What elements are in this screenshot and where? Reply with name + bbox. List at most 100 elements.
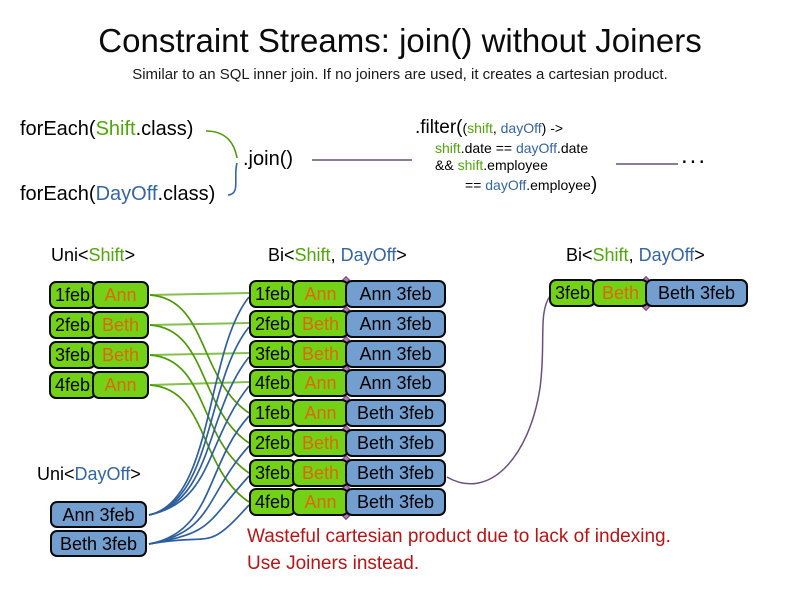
label-text: > xyxy=(130,464,141,484)
code-text: && xyxy=(435,157,458,173)
shift-date-cell: 3feb xyxy=(49,341,96,369)
code-text: forEach( xyxy=(20,118,96,140)
shift-employee-cell: Ann xyxy=(292,369,349,397)
shift-type-token: Shift xyxy=(592,245,629,265)
code-text: ) xyxy=(590,174,598,195)
filter-line-4: == dayOff.employee) xyxy=(415,174,597,196)
label-text: > xyxy=(694,245,705,265)
code-foreach-shift: forEach(Shift.class) xyxy=(20,118,193,141)
shift-employee-cell: Ann xyxy=(92,371,149,399)
page-title: Constraint Streams: join() without Joine… xyxy=(98,22,702,59)
shift-employee-cell: Beth xyxy=(92,341,149,369)
label-text: > xyxy=(124,245,136,265)
code-text: ) -> xyxy=(541,120,564,136)
shift-date-cell: 1feb xyxy=(249,280,296,308)
code-text: .date == xyxy=(460,140,516,156)
code-text: == xyxy=(465,177,486,193)
dayoff-cell: Ann 3feb xyxy=(50,501,147,528)
shift-date-cell: 3feb xyxy=(549,279,596,307)
warning-note-line-1: Wasteful cartesian product due to lack o… xyxy=(247,526,671,547)
shift-arg-token: shift xyxy=(457,157,484,173)
shift-employee-cell: Beth xyxy=(92,311,149,339)
dayoff-arg-token: dayOff xyxy=(485,177,527,193)
warning-note-line-2: Use Joiners instead. xyxy=(247,553,420,574)
filter-line-3: && shift.employee xyxy=(415,157,597,174)
code-text: , xyxy=(492,120,501,136)
shift-date-cell: 1feb xyxy=(249,399,296,427)
shift-employee-cell: Ann xyxy=(292,399,349,427)
shift-arg-token: shift xyxy=(467,120,493,136)
shift-arg-token: shift xyxy=(435,140,461,156)
shift-date-cell: 1feb xyxy=(49,281,96,309)
code-text: .filter( xyxy=(415,117,463,138)
label-text: Bi< xyxy=(566,245,593,265)
filter-line-2: shift.date == dayOff.date xyxy=(415,140,597,157)
page-subtitle: Similar to an SQL inner join. If no join… xyxy=(132,66,668,83)
label-text: , xyxy=(330,245,341,265)
filter-line-1: .filter((shift, dayOff) -> xyxy=(415,116,597,140)
dayoff-class-token: DayOff xyxy=(95,183,158,205)
dayoff-cell: Beth 3feb xyxy=(645,279,748,307)
code-foreach-dayoff: forEach(DayOff.class) xyxy=(20,183,215,206)
code-text: .date xyxy=(556,140,589,156)
shift-date-cell: 3feb xyxy=(249,340,296,368)
label-uni-dayoff: Uni<DayOff> xyxy=(37,464,141,485)
shift-employee-cell: Beth xyxy=(292,429,349,457)
dayoff-type-token: DayOff xyxy=(74,464,131,484)
dayoff-type-token: DayOff xyxy=(638,245,695,265)
shift-type-token: Shift xyxy=(294,245,331,265)
dayoff-cell: Ann 3feb xyxy=(345,280,446,308)
continuation-ellipsis: ... xyxy=(681,142,708,169)
label-text: Bi< xyxy=(268,245,295,265)
dayoff-arg-token: dayOff xyxy=(515,140,557,156)
shift-employee-cell: Beth xyxy=(592,279,649,307)
dayoff-fact-table: Ann 3feb Beth 3feb xyxy=(50,501,160,561)
dayoff-cell: Beth 3feb xyxy=(345,459,446,487)
code-text: ( xyxy=(462,120,468,136)
dayoff-row: Ann 3feb xyxy=(50,501,147,529)
shift-date-cell: 4feb xyxy=(249,369,296,397)
shift-date-cell: 3feb xyxy=(249,459,296,487)
label-text: , xyxy=(628,245,639,265)
shift-employee-cell: Beth xyxy=(292,459,349,487)
warning-note: Wasteful cartesian product due to lack o… xyxy=(247,523,671,577)
dayoff-cell: Ann 3feb xyxy=(345,340,446,368)
shift-date-cell: 2feb xyxy=(49,311,96,339)
dayoff-cell: Beth 3feb xyxy=(50,530,147,557)
dayoff-cell: Beth 3feb xyxy=(345,488,446,516)
label-text: > xyxy=(396,245,407,265)
code-text: .employee xyxy=(483,157,548,173)
shift-employee-cell: Ann xyxy=(292,280,349,308)
label-bi-right: Bi<Shift, DayOff> xyxy=(566,245,705,266)
label-uni-shift: Uni<Shift> xyxy=(51,245,135,266)
code-text: forEach( xyxy=(20,183,96,205)
label-text: Uni< xyxy=(51,245,89,265)
shift-employee-cell: Ann xyxy=(92,281,149,309)
dayoff-arg-token: dayOff xyxy=(500,120,542,136)
shift-class-token: Shift xyxy=(95,118,136,140)
shift-employee-cell: Beth xyxy=(292,340,349,368)
dayoff-cell: Ann 3feb xyxy=(345,369,446,397)
label-bi-mid: Bi<Shift, DayOff> xyxy=(268,245,407,266)
dayoff-cell: Ann 3feb xyxy=(345,310,446,338)
shift-date-cell: 4feb xyxy=(249,488,296,516)
code-join: .join() xyxy=(243,148,294,170)
code-text: .class) xyxy=(157,183,216,205)
code-filter: .filter((shift, dayOff) -> shift.date ==… xyxy=(415,116,597,196)
shift-employee-cell: Ann xyxy=(292,488,349,516)
